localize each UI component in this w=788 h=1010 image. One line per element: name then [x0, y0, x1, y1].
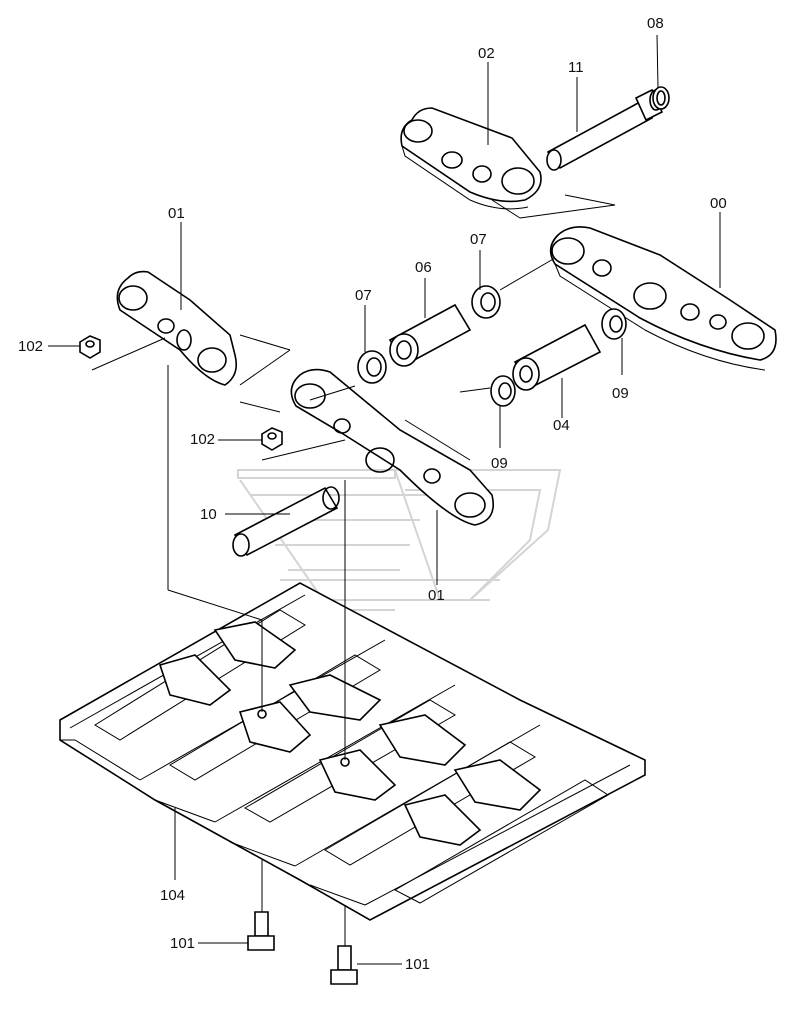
link-part-01-left	[116, 270, 238, 386]
label-08: 08	[647, 15, 664, 32]
seal-part-09-right	[601, 308, 627, 340]
nut-part-102-left	[79, 335, 101, 359]
bushing-part-04	[512, 323, 602, 391]
label-01-lower: 01	[428, 587, 445, 604]
label-09-right: 09	[612, 385, 629, 402]
nut-part-102-center	[261, 427, 283, 451]
link-part-01-center	[290, 368, 494, 526]
seal-part-07-right	[471, 285, 501, 319]
link-assembly-part-00	[549, 226, 777, 371]
label-04: 04	[553, 417, 570, 434]
label-101-right: 101	[405, 956, 430, 973]
label-07-right: 07	[470, 231, 487, 248]
label-09-center: 09	[491, 455, 508, 472]
label-02: 02	[478, 45, 495, 62]
label-104: 104	[160, 887, 185, 904]
track-shoe-part-104	[59, 582, 646, 921]
label-11: 11	[568, 59, 584, 76]
pin-part-10	[232, 486, 340, 557]
bolt-part-101-right	[330, 945, 358, 985]
bushing-part-06	[388, 303, 472, 367]
leader-lines	[48, 34, 721, 965]
seal-part-07-left	[357, 350, 387, 384]
label-10: 10	[200, 506, 217, 523]
label-101-left: 101	[170, 935, 195, 952]
pin-part-11	[546, 88, 664, 171]
label-00: 00	[710, 195, 727, 212]
seal-part-09-center	[490, 375, 516, 407]
watermark-logo	[237, 469, 562, 611]
label-102-left: 102	[18, 338, 43, 355]
bolt-part-101-left	[247, 911, 275, 951]
snap-ring-part-08	[652, 86, 670, 110]
label-102-center: 102	[190, 431, 215, 448]
part-labels: 00 01 01 02 04 06 07 07 08 09 09 10 11 1…	[18, 15, 727, 973]
label-01-upper: 01	[168, 205, 185, 222]
label-06: 06	[415, 259, 432, 276]
label-07-left: 07	[355, 287, 372, 304]
link-part-02	[400, 107, 542, 210]
